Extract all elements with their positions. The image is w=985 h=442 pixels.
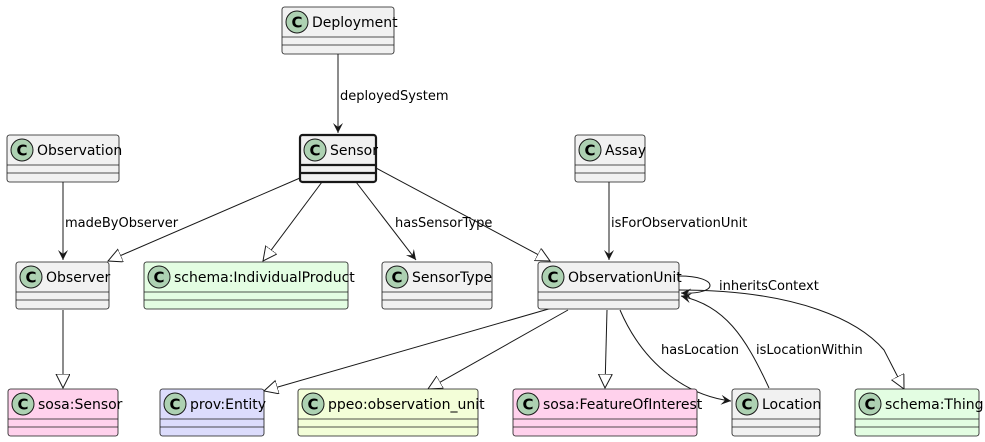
class-icon-letter: C <box>17 396 28 414</box>
class-icon-letter: C <box>522 396 533 414</box>
class-observation[interactable]: C Observation <box>6 134 122 183</box>
class-name: sosa:FeatureOfInterest <box>543 397 703 413</box>
class-icon <box>19 265 43 289</box>
class-sensor-type[interactable]: C SensorType <box>381 261 493 310</box>
edge-ou-to-feature-of-interest <box>605 309 607 388</box>
class-observation-unit[interactable]: C ObservationUnit <box>537 261 682 310</box>
label-inherits-context: inheritsContext <box>719 279 819 294</box>
class-observer[interactable]: C Observer <box>15 261 110 310</box>
class-icon-letter: C <box>16 142 27 160</box>
class-name: Assay <box>605 143 646 159</box>
class-icon <box>10 138 34 162</box>
edge-inherits-context <box>678 275 711 299</box>
class-name: Observer <box>46 270 110 286</box>
class-name: ObservationUnit <box>568 270 682 286</box>
class-icon-letter: C <box>309 142 320 160</box>
edge-ou-to-schema-thing <box>678 289 904 389</box>
class-boxes: C Deployment C Observation C Sensor <box>6 6 984 437</box>
class-icon <box>735 392 759 416</box>
class-icon <box>541 265 565 289</box>
class-name: Sensor <box>330 143 378 159</box>
class-icon <box>858 392 882 416</box>
class-sosa-feature-of-interest[interactable]: C sosa:FeatureOfInterest <box>512 388 703 437</box>
class-icon <box>285 10 309 34</box>
edge-sensor-to-individual-product <box>263 181 323 261</box>
class-icon-letter: C <box>169 396 180 414</box>
class-icon <box>303 138 327 162</box>
class-name: Location <box>762 397 821 413</box>
class-name: schema:IndividualProduct <box>174 270 355 286</box>
class-icon-letter: C <box>741 396 752 414</box>
class-icon-letter: C <box>307 396 318 414</box>
edge-has-location <box>619 309 732 405</box>
class-icon <box>301 392 325 416</box>
label-is-location-within: isLocationWithin <box>756 343 863 358</box>
class-name: Deployment <box>312 15 398 31</box>
class-icon <box>147 265 171 289</box>
class-name: Observation <box>37 143 122 159</box>
class-icon-letter: C <box>25 269 36 287</box>
label-has-sensor-type: hasSensorType <box>395 216 492 231</box>
edge-has-sensor-type <box>355 181 417 261</box>
class-icon <box>11 392 35 416</box>
label-deployed-system: deployedSystem <box>340 89 449 104</box>
edge-sensor-to-observer <box>108 177 301 261</box>
class-icon-letter: C <box>584 142 595 160</box>
class-deployment[interactable]: C Deployment <box>281 6 398 55</box>
class-icon-letter: C <box>391 269 402 287</box>
class-icon <box>516 392 540 416</box>
edge-ou-to-prov-entity <box>264 307 553 391</box>
edge-sensor-to-observation-unit <box>375 167 550 261</box>
class-icon <box>163 392 187 416</box>
label-has-location: hasLocation <box>661 343 739 358</box>
class-name: ppeo:observation_unit <box>328 397 485 413</box>
class-sensor[interactable]: C Sensor <box>298 133 378 184</box>
class-schema-individual-product[interactable]: C schema:IndividualProduct <box>143 261 355 310</box>
class-icon-letter: C <box>153 269 164 287</box>
class-name: schema:Thing <box>885 397 984 413</box>
edge-ou-to-ppeo <box>428 309 569 389</box>
class-icon <box>578 138 602 162</box>
edges <box>63 54 904 405</box>
label-made-by-observer: madeByObserver <box>65 216 179 231</box>
class-name: prov:Entity <box>190 397 266 413</box>
class-name: SensorType <box>412 270 492 286</box>
class-ppeo-observation-unit[interactable]: C ppeo:observation_unit <box>297 388 485 437</box>
class-icon-letter: C <box>864 396 875 414</box>
class-icon-letter: C <box>291 14 302 32</box>
class-location[interactable]: C Location <box>731 388 821 437</box>
class-prov-entity[interactable]: C prov:Entity <box>159 388 266 437</box>
class-schema-thing[interactable]: C schema:Thing <box>854 388 984 437</box>
class-sosa-sensor[interactable]: C sosa:Sensor <box>7 388 123 437</box>
class-name: sosa:Sensor <box>38 397 123 413</box>
label-is-for-observation-unit: isForObservationUnit <box>611 216 747 231</box>
edge-is-location-within <box>680 293 770 389</box>
class-icon <box>385 265 409 289</box>
class-assay[interactable]: C Assay <box>574 134 646 183</box>
edge-labels: deployedSystem madeByObserver hasSensorT… <box>65 89 863 358</box>
class-icon-letter: C <box>547 269 558 287</box>
